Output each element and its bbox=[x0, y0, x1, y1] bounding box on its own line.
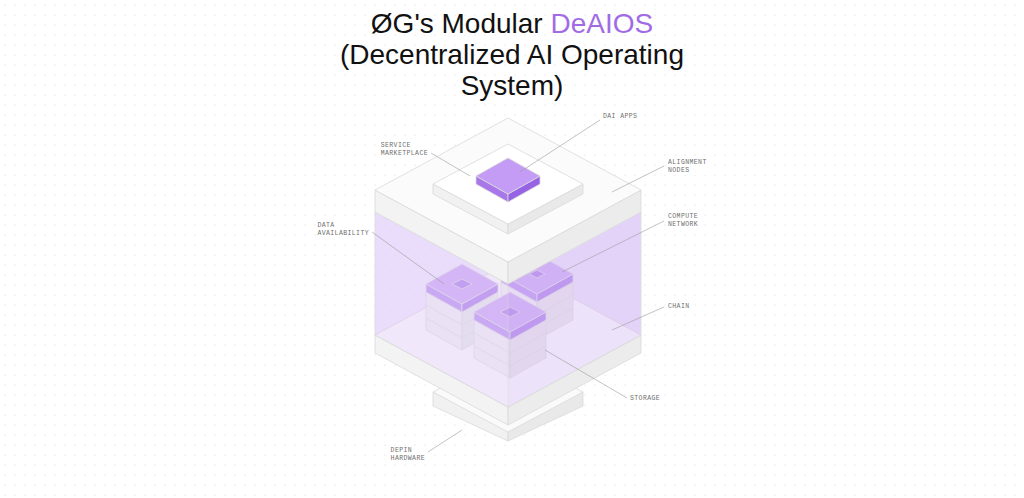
title-word: Operating bbox=[561, 39, 684, 70]
title-word: ØG's bbox=[371, 8, 434, 39]
title-word: Modular bbox=[442, 8, 543, 39]
dai-apps-tile bbox=[476, 158, 540, 202]
title-word: AI bbox=[527, 39, 553, 70]
callout-label: DAI APPS bbox=[602, 113, 638, 121]
leader-lines bbox=[372, 120, 664, 452]
alignment-lid-slab bbox=[375, 118, 641, 284]
callout-label: COMPUTE NETWORK bbox=[667, 213, 699, 229]
callout-label: SERVICE MARKETPLACE bbox=[380, 142, 429, 158]
callout-label: DEPIN HARDWARE bbox=[390, 447, 426, 463]
callout-label: CHAIN bbox=[667, 303, 691, 311]
diagram-title: ØG's Modular DeAIOS (Decentralized AI Op… bbox=[322, 8, 702, 101]
title-word: DeAIOS bbox=[550, 8, 653, 39]
marketplace-slab bbox=[433, 144, 583, 234]
callout-label: STORAGE bbox=[629, 395, 661, 403]
callout-label: ALIGNMENT NODES bbox=[667, 159, 708, 175]
callout-label: DATA AVAILABILITY bbox=[316, 222, 370, 238]
title-word: System) bbox=[461, 70, 564, 101]
title-word: (Decentralized bbox=[340, 39, 521, 70]
